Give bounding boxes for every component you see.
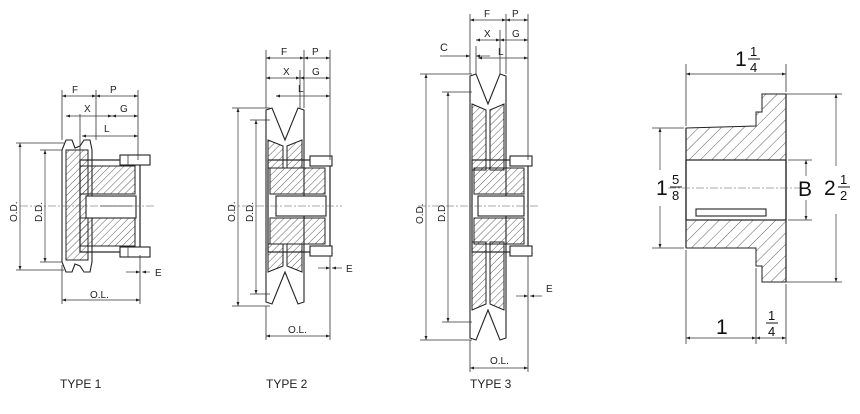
type1-label-x: X [84,104,91,115]
bushing-drawing [652,58,850,344]
type1-label-l: L [104,124,110,135]
type1-caption: TYPE 1 [60,377,102,391]
type1-label-od: O.D. [9,201,20,222]
type1-label-g: G [120,104,128,115]
bushing-dim-right-num: 1 [840,172,847,187]
type3-drawing [418,14,542,372]
type3-label-x: X [484,29,491,40]
type1-drawing [16,90,155,304]
bushing-dim-right-den: 2 [840,188,847,203]
type3-label-c: C [440,42,448,54]
type3-label-dd: D.D [437,205,448,222]
type2-label-ol: O.L. [288,325,307,336]
bushing-dim-bottom-left: 1 [716,316,728,339]
type2-drawing [228,50,342,340]
type2-caption: TYPE 2 [266,377,308,391]
type3-label-ol: O.L. [490,356,509,367]
type3-label-g: G [512,29,520,40]
bushing-dim-top-num: 1 [750,44,757,59]
type2-label-f: F [281,47,287,58]
type2-label-od: O.D. [227,201,238,222]
bushing-dim-bore: B [798,178,812,201]
type3-label-p: P [512,9,519,20]
type1-label-p: P [110,85,117,96]
type1-label-e: E [155,268,162,279]
bushing-dim-bottom-den: 4 [768,324,775,339]
type1-label-ol: O.L. [90,290,109,301]
type3-caption: TYPE 3 [470,377,512,391]
bushing-dim-left-den: 8 [672,188,679,203]
bushing-dim-left-num: 5 [672,172,679,187]
bushing-dim-top-den: 4 [750,60,757,75]
type3-label-f: F [484,9,490,20]
type2-label-p: P [312,47,319,58]
bushing-dim-right-whole: 2 [824,177,836,200]
bushing-dim-top-whole: 1 [735,48,747,71]
type2-label-g: G [312,67,320,78]
bushing-dim-bottom-num: 1 [768,308,775,323]
type2-label-e: E [346,264,353,275]
type3-label-e: E [546,284,553,295]
type2-label-x: X [283,67,290,78]
type1-label-f: F [72,85,78,96]
type2-label-l: L [298,84,304,95]
type2-label-dd: D.D. [245,202,256,222]
type3-label-od: O.D. [415,203,426,224]
type1-label-dd: D.D. [34,202,45,222]
bushing-dim-left-whole: 1 [656,177,668,200]
type3-label-l: L [498,47,504,58]
